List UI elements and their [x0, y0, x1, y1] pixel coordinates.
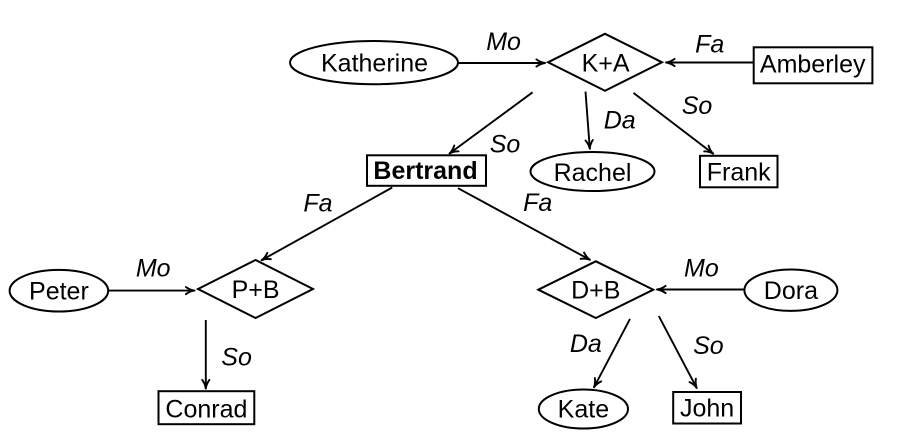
svg-text:Fa: Fa [523, 189, 552, 217]
svg-text:D+B: D+B [571, 277, 620, 305]
svg-text:Da: Da [604, 106, 636, 134]
svg-text:Fa: Fa [695, 31, 724, 59]
svg-text:Rachel: Rachel [554, 159, 632, 187]
svg-text:Fa: Fa [303, 189, 332, 217]
svg-text:So: So [682, 92, 713, 120]
svg-text:Amberley: Amberley [760, 50, 866, 78]
svg-text:P+B: P+B [232, 276, 280, 304]
svg-text:Bertrand: Bertrand [373, 157, 477, 185]
svg-text:John: John [680, 395, 734, 423]
svg-text:Dora: Dora [764, 277, 818, 305]
svg-text:Kate: Kate [558, 396, 609, 424]
svg-text:Mo: Mo [136, 255, 171, 283]
svg-text:Conrad: Conrad [165, 395, 247, 423]
svg-text:Mo: Mo [486, 28, 521, 56]
svg-text:So: So [693, 332, 724, 360]
svg-text:So: So [221, 344, 252, 372]
svg-text:Mo: Mo [684, 254, 719, 282]
svg-text:So: So [490, 131, 521, 159]
svg-text:K+A: K+A [582, 49, 630, 77]
svg-text:Katherine: Katherine [321, 50, 428, 78]
svg-text:Da: Da [570, 330, 602, 358]
svg-text:Frank: Frank [707, 158, 771, 186]
svg-text:Peter: Peter [29, 277, 89, 305]
